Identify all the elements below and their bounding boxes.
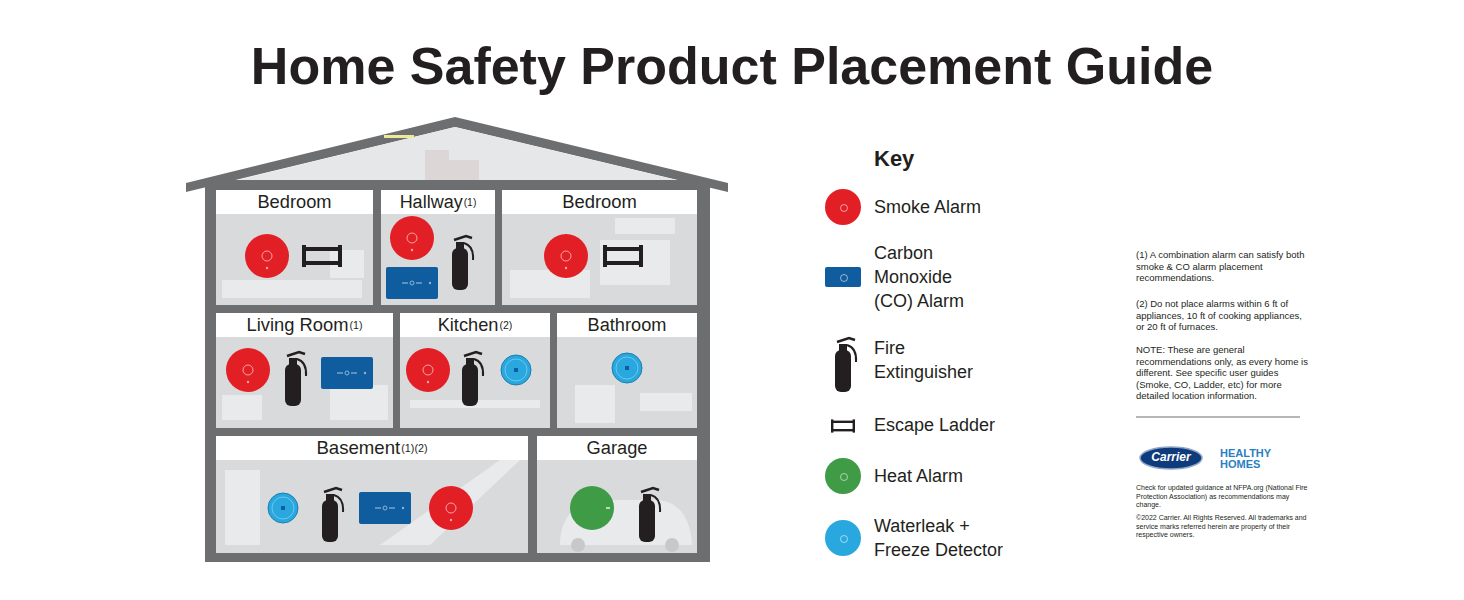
room-box: Kitchen(2) — [400, 313, 550, 428]
room-name: Bedroom — [257, 191, 331, 213]
legend-label: Carbon Monoxide (CO) Alarm — [874, 241, 984, 313]
legend-label: Escape Ladder — [874, 413, 1074, 437]
key-heading: Key — [874, 146, 994, 172]
room-box: Garage — [537, 436, 697, 553]
healthy-homes-logo: HEALTHY HOMES — [1220, 448, 1280, 470]
room-name: Bedroom — [562, 191, 637, 213]
carrier-logo — [1140, 447, 1202, 469]
footnote-ref: (1)(2) — [401, 442, 427, 454]
legend-extinguisher-sample — [835, 338, 856, 392]
room-label-bar: Garage — [537, 436, 697, 460]
separator-line — [1136, 417, 1300, 418]
footnote-ref: (1) — [350, 319, 363, 331]
room-name: Kitchen — [438, 314, 499, 336]
room-name: Bathroom — [588, 315, 667, 336]
room-name: Living Room — [247, 314, 349, 336]
footnote-ref: (2) — [499, 319, 512, 331]
room-label-bar: Hallway(1) — [381, 190, 495, 214]
room-label-bar: Living Room(1) — [216, 313, 393, 337]
room-box: Bedroom — [216, 190, 373, 305]
swatch-detail — [840, 274, 848, 282]
copyright: ©2022 Carrier. All Rights Reserved. All … — [1136, 514, 1316, 540]
footnote: (2) Do not place alarms within 6 ft of a… — [1136, 298, 1308, 333]
room-label-bar: Kitchen(2) — [400, 313, 550, 337]
legend-swatch — [825, 189, 861, 225]
legend-label: Heat Alarm — [874, 464, 1074, 488]
room-label-bar: Basement(1)(2) — [216, 436, 528, 460]
legend-swatch — [825, 520, 861, 556]
carrier-logo-text: Carrier — [1140, 450, 1202, 464]
room-name: Basement — [316, 437, 400, 459]
legend-swatch — [825, 458, 861, 494]
title: Home Safety Product Placement Guide — [0, 36, 1464, 96]
room-box: Bedroom — [502, 190, 697, 305]
legend-ladder-sample — [831, 419, 855, 432]
room-box: Basement(1)(2) — [216, 436, 528, 553]
room-label-bar: Bathroom — [557, 313, 697, 337]
legend-label: Fire Extinguisher — [874, 336, 984, 384]
swatch-detail — [840, 535, 848, 543]
swatch-detail — [840, 204, 848, 212]
room-box: Hallway(1) — [381, 190, 495, 305]
room-label-bar: Bedroom — [502, 190, 697, 214]
legend-swatch — [825, 267, 861, 287]
room-label-bar: Bedroom — [216, 190, 373, 214]
legend-label: Smoke Alarm — [874, 195, 1074, 219]
legend-label: Waterleak + Freeze Detector — [874, 514, 1024, 562]
room-name: Hallway — [400, 192, 463, 213]
room-box: Bathroom — [557, 313, 697, 428]
note: NOTE: These are general recommendations … — [1136, 344, 1308, 402]
room-name: Garage — [587, 437, 648, 459]
footnote-ref: (1) — [464, 197, 477, 208]
footnote: (1) A combination alarm can satisfy both… — [1136, 249, 1308, 284]
guidance-note: Check for updated guidance at NFPA.org (… — [1136, 484, 1316, 510]
swatch-detail — [840, 473, 848, 481]
room-box: Living Room(1) — [216, 313, 393, 428]
